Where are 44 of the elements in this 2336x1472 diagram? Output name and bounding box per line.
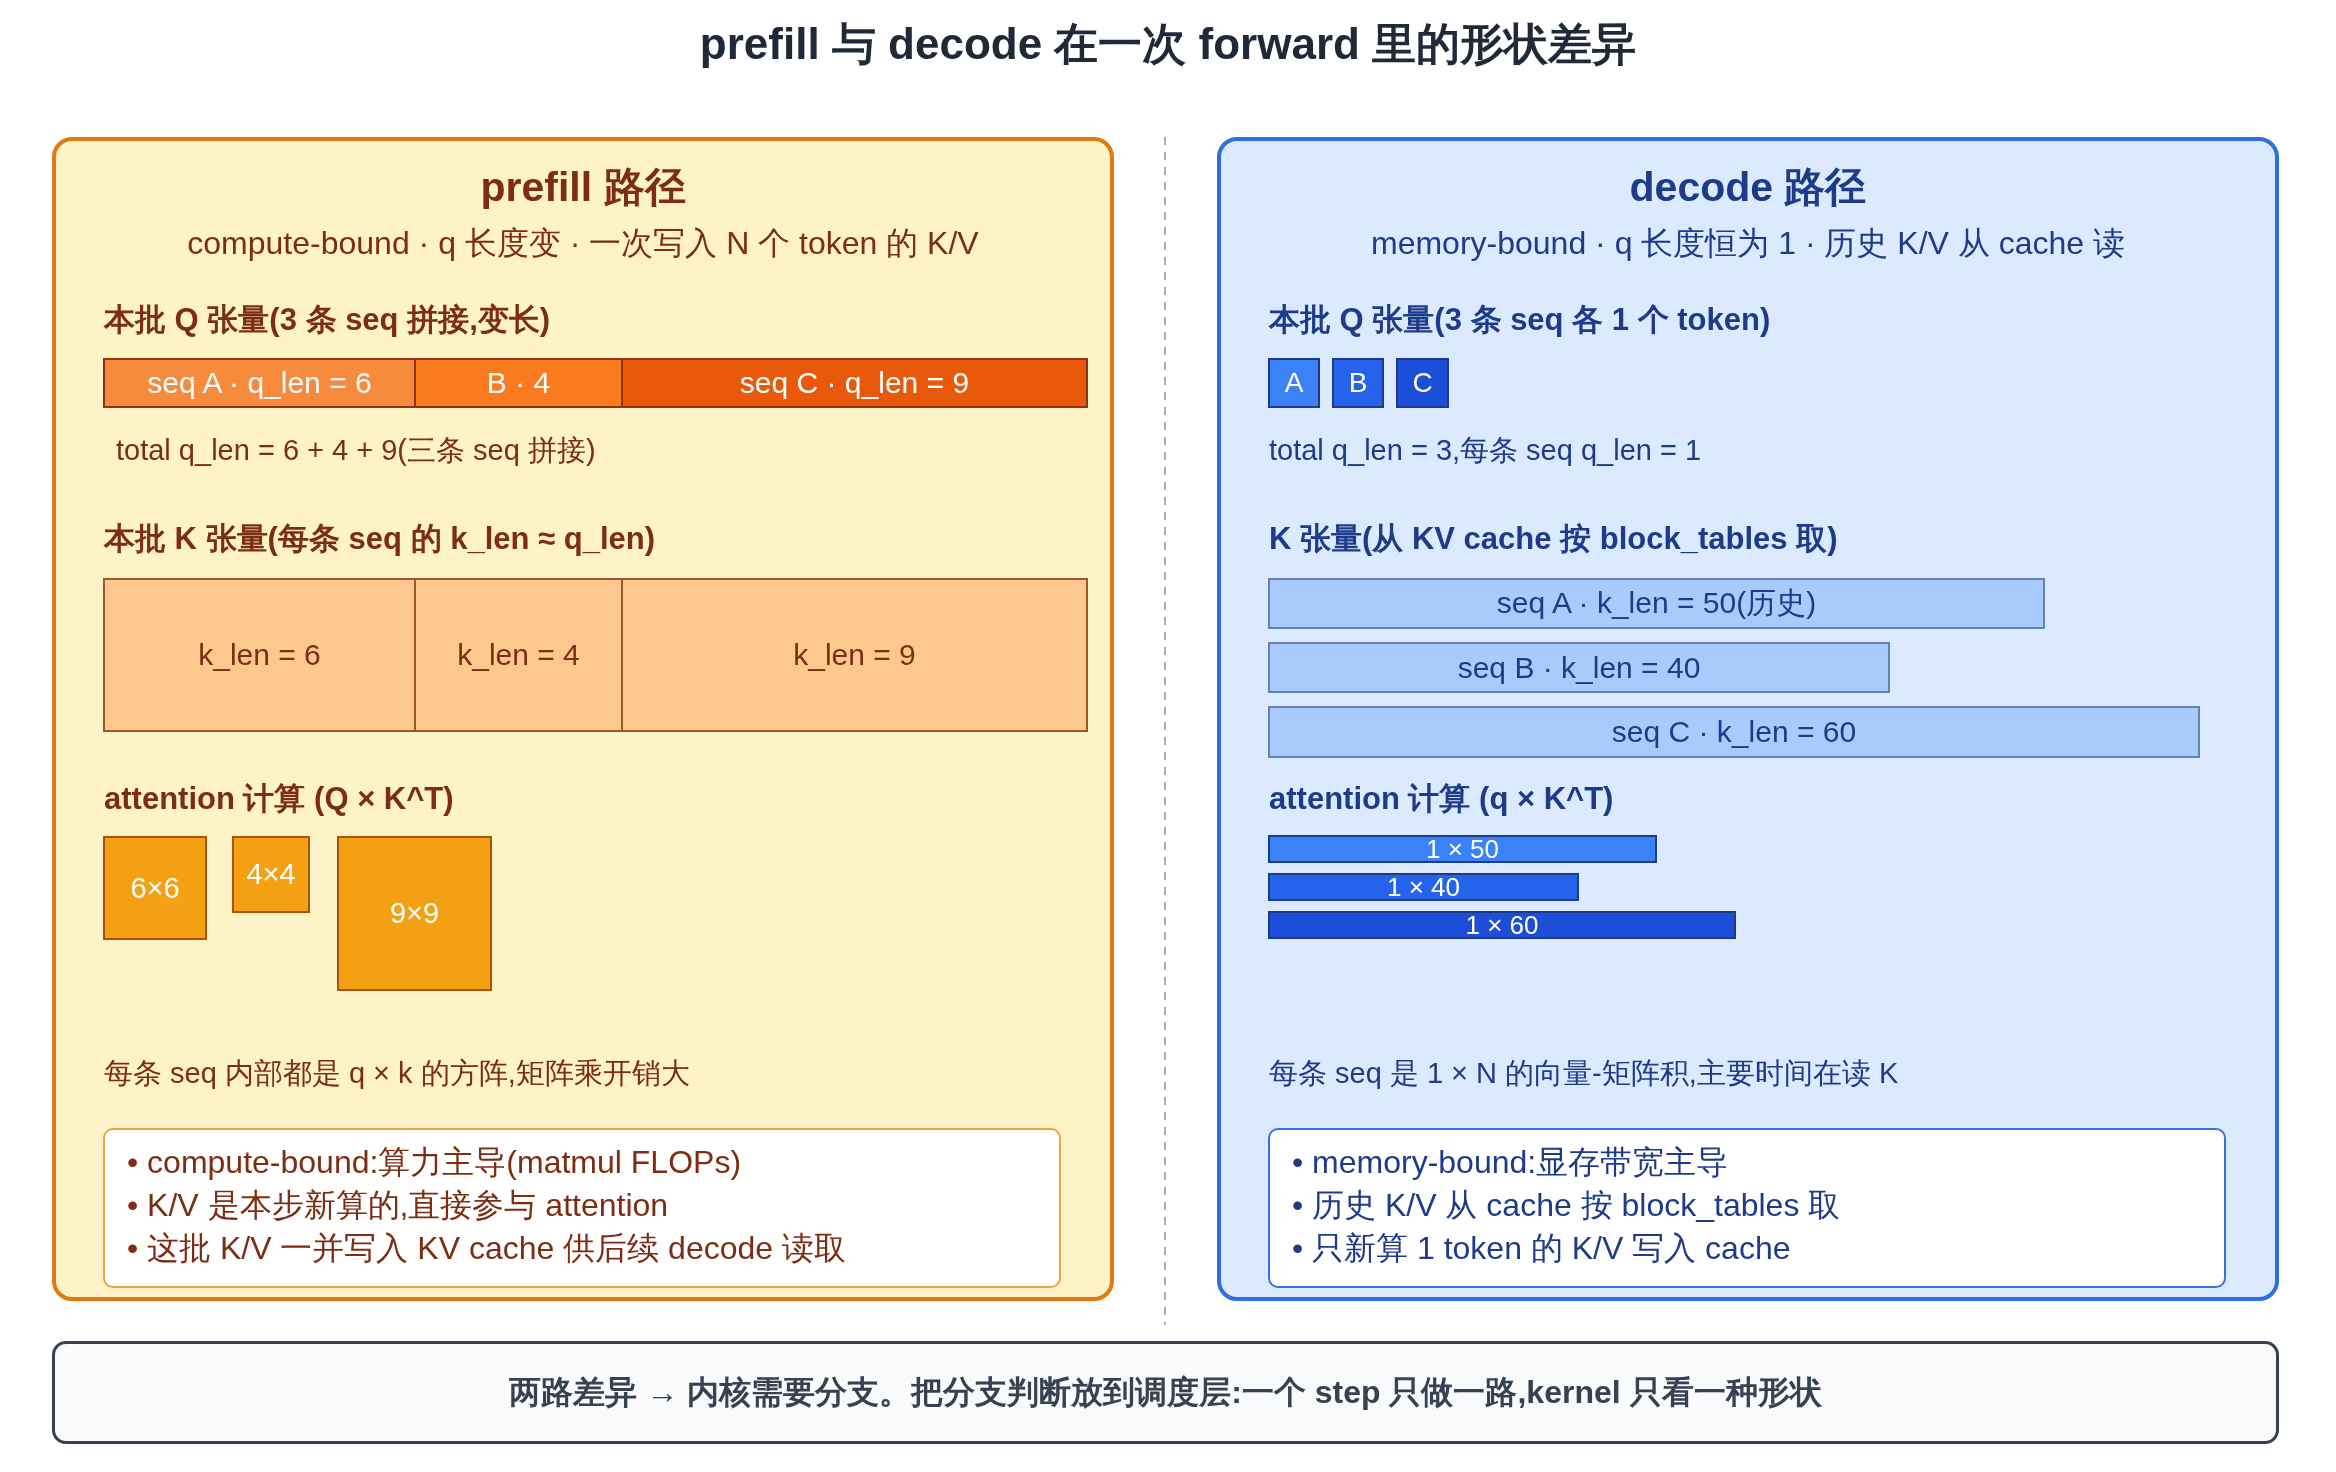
key-bar: seq C · k_len = 60 [1268, 706, 2200, 758]
panel-heading: decode 路径 [1629, 163, 1867, 213]
bullet-item: • 历史 K/V 从 cache 按 block_tables 取 [1292, 1187, 1841, 1223]
note-box [103, 1128, 1061, 1288]
note-box [1268, 1128, 2226, 1288]
diagram-title: prefill 与 decode 在一次 forward 里的形状差异 [699, 18, 1637, 70]
key-block: k_len = 6 [103, 578, 416, 732]
section-heading: K 张量(从 KV cache 按 block_tables 取) [1269, 520, 1838, 558]
score-bar: 1 × 40 [1268, 873, 1579, 901]
key-bar: seq A · k_len = 50(历史) [1268, 578, 2045, 629]
score-square: 4×4 [232, 836, 310, 913]
token-square: A [1268, 358, 1320, 408]
key-bar: seq B · k_len = 40 [1268, 642, 1890, 693]
panel [52, 137, 1114, 1301]
token-segment: B · 4 [414, 358, 623, 408]
bullet-item: • memory-bound:显存带宽主导 [1292, 1144, 1729, 1180]
bullet-item: • K/V 是本步新算的,直接参与 attention [127, 1187, 669, 1223]
score-bar: 1 × 60 [1268, 911, 1736, 939]
score-square: 6×6 [103, 836, 207, 940]
section-heading: 本批 Q 张量(3 条 seq 拼接,变长) [104, 301, 551, 339]
footer-bar: 两路差异 → 内核需要分支。把分支判断放到调度层:一个 step 只做一路,kernel 只看一种形状 [52, 1341, 2279, 1444]
panel-heading: prefill 路径 [480, 163, 686, 213]
bullet-item: • 这批 K/V 一并写入 KV cache 供后续 decode 读取 [127, 1230, 846, 1266]
description-text: 每条 seq 是 1 × N 的向量-矩阵积,主要时间在读 K [1269, 1055, 1899, 1091]
bullet-item: • 只新算 1 token 的 K/V 写入 cache [1292, 1230, 1791, 1266]
panel-subtitle: memory-bound · q 长度恒为 1 · 历史 K/V 从 cache 读 [1371, 223, 2125, 263]
score-square: 9×9 [337, 836, 492, 991]
token-segment: seq C · q_len = 9 [621, 358, 1088, 408]
description-text: 每条 seq 内部都是 q × k 的方阵,矩阵乘开销大 [104, 1055, 690, 1091]
token-segment: seq A · q_len = 6 [103, 358, 416, 408]
token-square: B [1332, 358, 1384, 408]
summary-text: total q_len = 6 + 4 + 9(三条 seq 拼接) [116, 432, 596, 468]
section-heading: attention 计算 (Q × K^T) [104, 780, 454, 818]
section-heading: attention 计算 (q × K^T) [1269, 780, 1614, 818]
key-block: k_len = 4 [414, 578, 623, 732]
section-heading: 本批 K 张量(每条 seq 的 k_len ≈ q_len) [104, 520, 655, 558]
panel-subtitle: compute-bound · q 长度变 · 一次写入 N 个 token 的 K/V [187, 223, 979, 263]
score-bar: 1 × 50 [1268, 835, 1657, 863]
bullet-item: • compute-bound:算力主导(matmul FLOPs) [127, 1144, 742, 1180]
token-square: C [1396, 358, 1449, 408]
section-heading: 本批 Q 张量(3 条 seq 各 1 个 token) [1269, 301, 1771, 339]
summary-text: total q_len = 3,每条 seq q_len = 1 [1269, 432, 1702, 468]
key-block: k_len = 9 [621, 578, 1088, 732]
panel [1217, 137, 2279, 1301]
